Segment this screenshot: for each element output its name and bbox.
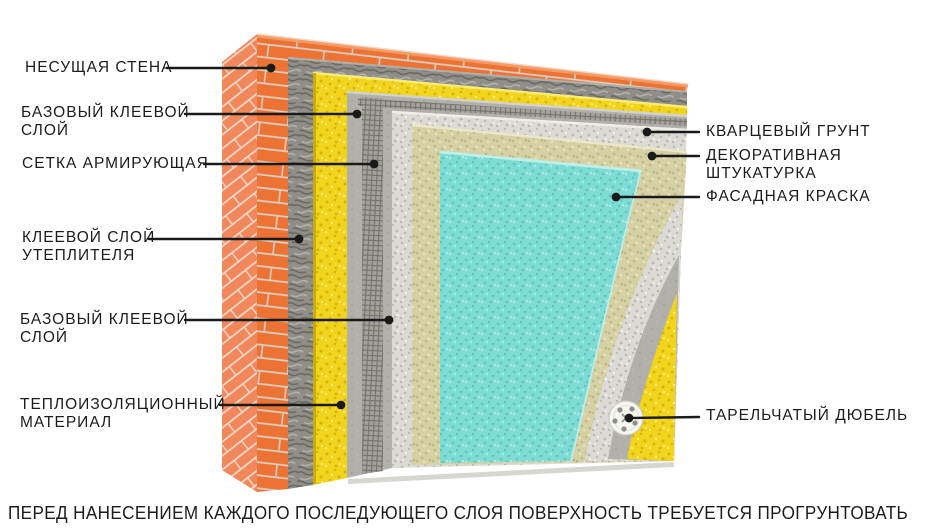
label-reinforcing-mesh: СЕТКА АРМИРУЮЩАЯ xyxy=(22,155,209,172)
leader-dots xyxy=(266,63,657,423)
label-plate-dowel: ТАРЕЛЬЧАТЫЙ ДЮБЕЛЬ xyxy=(706,407,909,424)
caption-priming-note: ПЕРЕД НАНЕСЕНИЕМ КАЖДОГО ПОСЛЕДУЮЩЕГО СЛ… xyxy=(8,503,909,523)
layer-insulation xyxy=(312,71,688,485)
label-base-adhesive-upper: БАЗОВЫЙ КЛЕЕВОЙ СЛОЙ xyxy=(21,104,190,139)
label-quartz-primer: КВАРЦЕВЫЙ ГРУНТ xyxy=(706,123,871,140)
layer-reinforcing-mesh xyxy=(358,97,687,474)
layer-facade-paint xyxy=(439,150,642,463)
label-bearing-wall: НЕСУЩАЯ СТЕНА xyxy=(25,59,173,76)
label-insulation-material: ТЕПЛОИЗОЛЯЦИОННЫЙ МАТЕРИАЛ xyxy=(20,396,226,431)
label-decorative-plaster: ДЕКОРАТИВНАЯ ШТУКАТУРКА xyxy=(706,147,842,182)
label-insulation-adhesive: КЛЕЕВОЙ СЛОЙ УТЕПЛИТЕЛЯ xyxy=(22,229,156,264)
layer-insulation-adhesive xyxy=(287,57,688,489)
leader-plate-dowel xyxy=(627,415,701,420)
bottom-edge-face xyxy=(348,462,674,484)
leader-lines xyxy=(147,66,701,420)
layer-bearing-wall-brick xyxy=(222,33,689,492)
label-base-adhesive-lower: БАЗОВЫЙ КЛЕЕВОЙ СЛОЙ xyxy=(20,311,189,346)
label-facade-paint: ФАСАДНАЯ КРАСКА xyxy=(706,188,871,205)
